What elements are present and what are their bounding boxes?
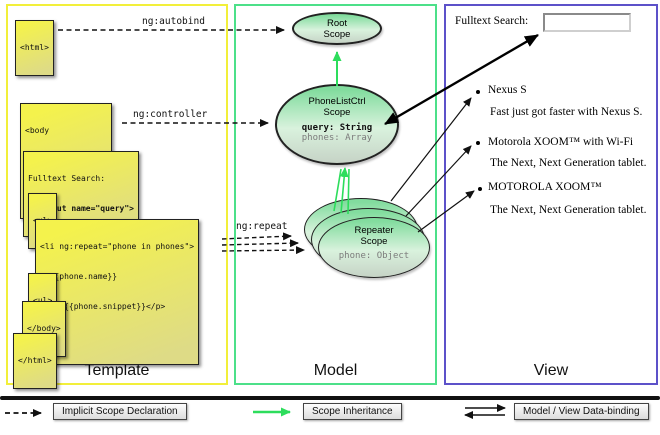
root-scope-ellipse: Root Scope (292, 12, 382, 45)
double-arrow-icon (464, 404, 506, 419)
view-item-desc: The Next, Next Generation tablet. (490, 204, 647, 216)
ng-repeat-label: ng:repeat (236, 221, 288, 232)
fulltext-search-input[interactable] (543, 13, 631, 32)
view-column: View (444, 4, 658, 385)
view-item-desc: The Next, Next Generation tablet. (490, 157, 647, 169)
view-column-label: View (533, 362, 569, 379)
fulltext-search-label: Fulltext Search: (455, 15, 529, 27)
phonelistctrl-scope-ellipse: PhoneListCtrl Scope query: String phones… (275, 84, 399, 165)
code-html-close: </html> (13, 333, 57, 389)
query-string-prop: query: String (301, 123, 373, 133)
view-item-title: Nexus S (488, 84, 527, 96)
legend-implicit-scope: Implicit Scope Declaration (53, 403, 187, 420)
code-li-repeat: <li ng:repeat="phone in phones"> {{phone… (35, 219, 200, 365)
bullet-icon (476, 90, 480, 94)
legend-divider (0, 396, 660, 400)
phone-object-prop: phone: Object (338, 251, 410, 261)
repeater-scope-ellipse: Repeater Scope phone: Object (318, 217, 430, 278)
model-column-label: Model (313, 362, 358, 379)
bullet-icon (478, 187, 482, 191)
bullet-icon (476, 141, 480, 145)
view-item-title: Motorola XOOM™ with Wi-Fi (488, 136, 634, 148)
phones-array-prop: phones: Array (301, 133, 373, 143)
legend-model-view-databinding: Model / View Data-binding (514, 403, 649, 420)
legend-scope-inheritance: Scope Inheritance (303, 403, 402, 420)
ng-autobind-label: ng:autobind (142, 16, 205, 27)
code-html-open: <html> (15, 20, 54, 76)
view-item-desc: Fast just got faster with Nexus S. (490, 106, 643, 118)
view-item-title: MOTOROLA XOOM™ (488, 181, 602, 193)
model-column: Model (234, 4, 437, 385)
green-arrow-icon (253, 407, 291, 417)
template-column-label: Template (84, 362, 150, 379)
dashed-arrow-icon (5, 409, 42, 417)
ng-controller-label: ng:controller (133, 109, 208, 120)
